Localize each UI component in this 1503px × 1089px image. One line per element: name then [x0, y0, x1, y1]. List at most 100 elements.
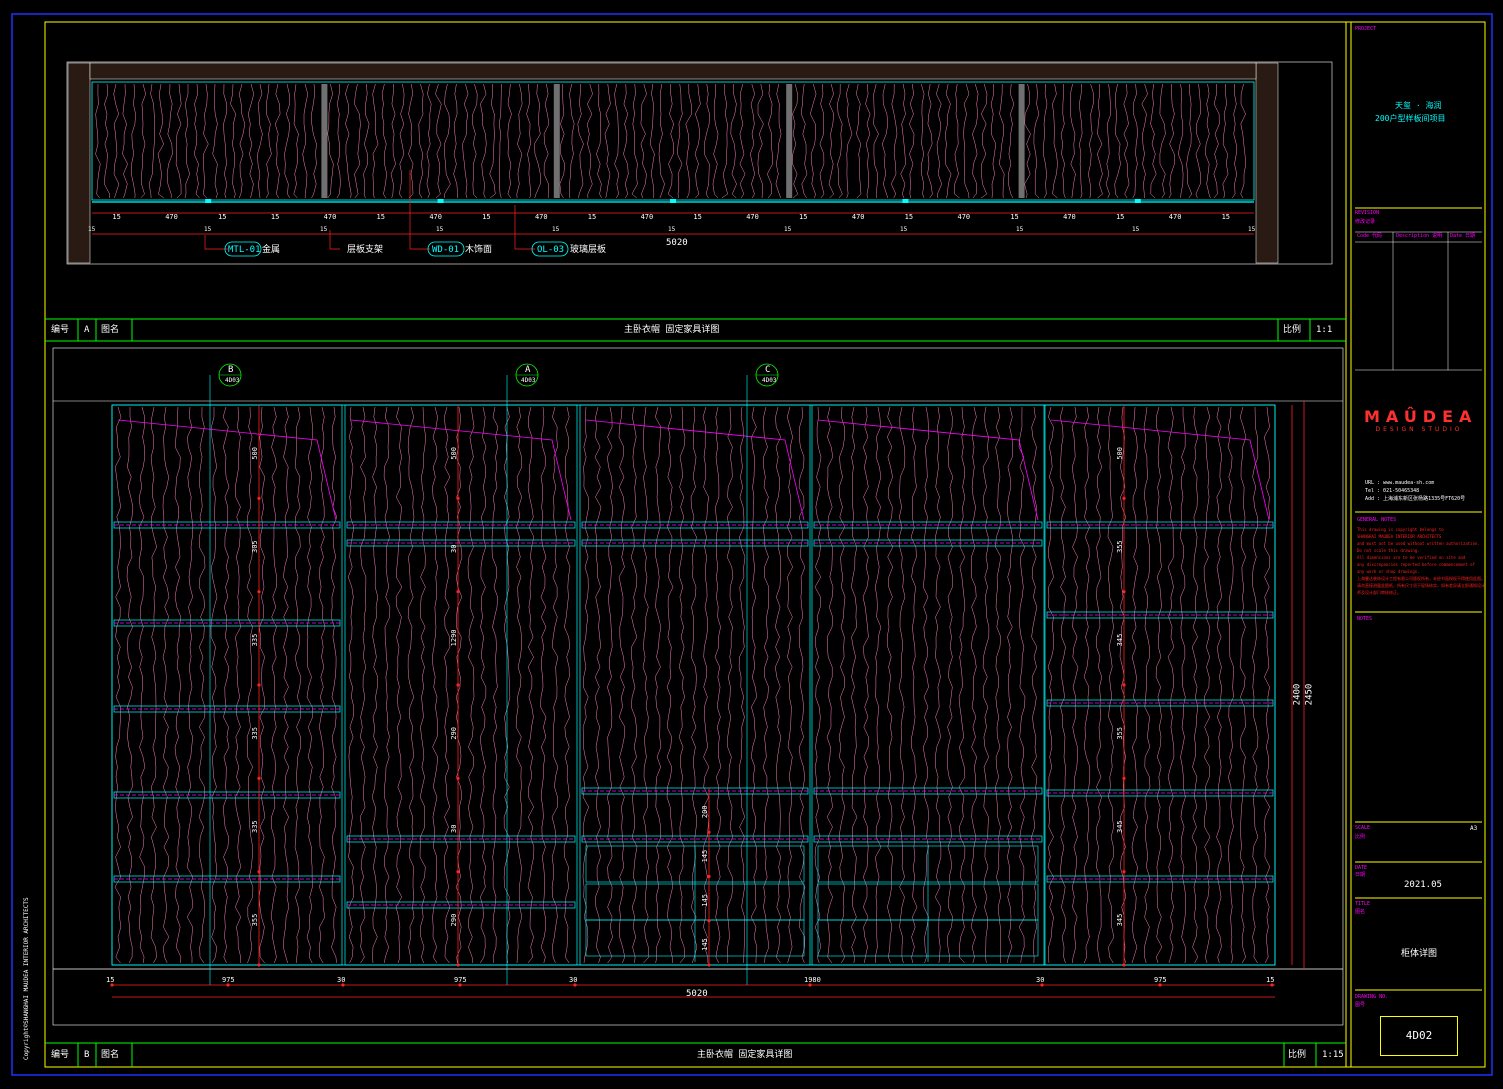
plan-dim-label: 15 [1222, 213, 1230, 221]
title-bar-b [45, 1042, 1346, 1067]
plan-dim-label: 15 [112, 213, 120, 221]
note-line: All dimensions are to be verified on sit… [1357, 555, 1466, 560]
grain-line [1059, 406, 1067, 964]
plan-dim-label: 15 [377, 213, 385, 221]
grain-line [596, 83, 602, 199]
grain-line [721, 83, 728, 199]
grain-line [946, 406, 954, 964]
wood-grain [327, 83, 550, 199]
grain-line [407, 406, 415, 964]
dim-tick [456, 590, 460, 594]
grain-line [551, 406, 559, 964]
tag-ellipse [531, 241, 569, 257]
grain-line [694, 83, 701, 199]
grain-line [972, 83, 979, 199]
project-line2: 200户型样板间项目 [1375, 114, 1446, 123]
grain-line [418, 83, 424, 199]
grain-line [543, 83, 550, 198]
grain-line [1203, 406, 1211, 964]
grain-line [1168, 84, 1175, 199]
grain-line [750, 83, 755, 199]
revision-label: REVISION [1355, 210, 1380, 216]
plan-dim-label: 470 [324, 213, 337, 221]
center-dim-label: 145 [701, 938, 709, 951]
title-cn: 图名 [1355, 909, 1366, 915]
grain-line [104, 83, 111, 199]
mid-dim-label: 290 [450, 727, 458, 740]
date-cn: 日期 [1355, 872, 1366, 878]
grain-line [383, 406, 391, 964]
grain-line [1195, 83, 1201, 199]
title-b-num: B [84, 1050, 90, 1060]
grain-line [1132, 83, 1138, 199]
wood-grain [347, 406, 571, 964]
project-label: PROJECT [1355, 26, 1377, 32]
grain-line [1227, 406, 1234, 964]
divider-post [786, 84, 793, 198]
grain-line [162, 406, 170, 964]
grain-line [184, 84, 190, 199]
rev-header-date: Date 日期 [1450, 233, 1476, 239]
grain-line [873, 83, 879, 199]
back-wall [89, 62, 1257, 80]
tag-mtl-01: MTL-01 [228, 245, 261, 255]
grain-line [198, 406, 206, 964]
grain-line [658, 83, 665, 199]
paper-size: A3 [1470, 825, 1478, 832]
mid-dim-label: 1290 [450, 629, 458, 646]
grain-line [851, 406, 858, 964]
grain-line [479, 406, 487, 964]
plan-dim-label: 15 [436, 226, 444, 233]
bottom-dim-label: 975 [454, 976, 467, 984]
grain-line [666, 406, 674, 964]
grain-line [606, 406, 613, 964]
grain-line [800, 83, 808, 199]
title-label: TITLE [1355, 901, 1371, 907]
grain-line [1105, 83, 1112, 199]
dim-tick [456, 776, 460, 780]
right-dim-label: 345 [1116, 634, 1124, 647]
grain-line [472, 83, 478, 199]
grain-line [631, 83, 638, 199]
grain-line [563, 406, 571, 964]
grain-line [1123, 83, 1130, 199]
plan-dim-label: 15 [482, 213, 490, 221]
grain-line [792, 83, 799, 199]
rev-header-desc: Description 说明 [1396, 233, 1443, 239]
left-dim-label: 335 [251, 727, 259, 740]
plan-dim-label: 15 [320, 226, 328, 233]
dim-tick [808, 983, 812, 987]
grain-line [157, 83, 165, 199]
grain-line [714, 406, 722, 964]
center-dim-label: 145 [701, 850, 709, 863]
grain-line [1119, 406, 1127, 964]
grain-line [1240, 83, 1247, 199]
grain-line [1205, 83, 1211, 199]
wood-grain [814, 406, 1038, 964]
grain-line [1231, 83, 1238, 199]
plan-dim-label: 15 [1016, 226, 1024, 233]
grain-line [408, 83, 414, 199]
tag-leader [409, 170, 430, 250]
grain-line [371, 406, 379, 964]
grain-line [980, 83, 988, 199]
grain-line [202, 83, 209, 199]
note-line: any work or shop drawings. [1357, 569, 1420, 574]
note-line: and must not be used without written aut… [1357, 541, 1480, 546]
grain-line [786, 406, 793, 964]
grain-line [582, 406, 589, 964]
right-dim-label: 500 [1116, 447, 1124, 460]
cabinet-bay [811, 404, 1045, 966]
grain-line [363, 83, 370, 199]
grain-line [306, 406, 313, 964]
grain-line [1213, 83, 1220, 199]
notes-label: NOTES [1357, 616, 1373, 622]
grain-line [499, 83, 502, 199]
grain-line [862, 406, 869, 964]
tag-leader [329, 230, 340, 250]
plan-dim-label: 470 [1063, 213, 1076, 221]
dim-tick [257, 683, 261, 687]
grain-line [604, 83, 611, 199]
plan-dim-label: 470 [165, 213, 178, 221]
right-dim-label: 355 [1116, 540, 1124, 553]
